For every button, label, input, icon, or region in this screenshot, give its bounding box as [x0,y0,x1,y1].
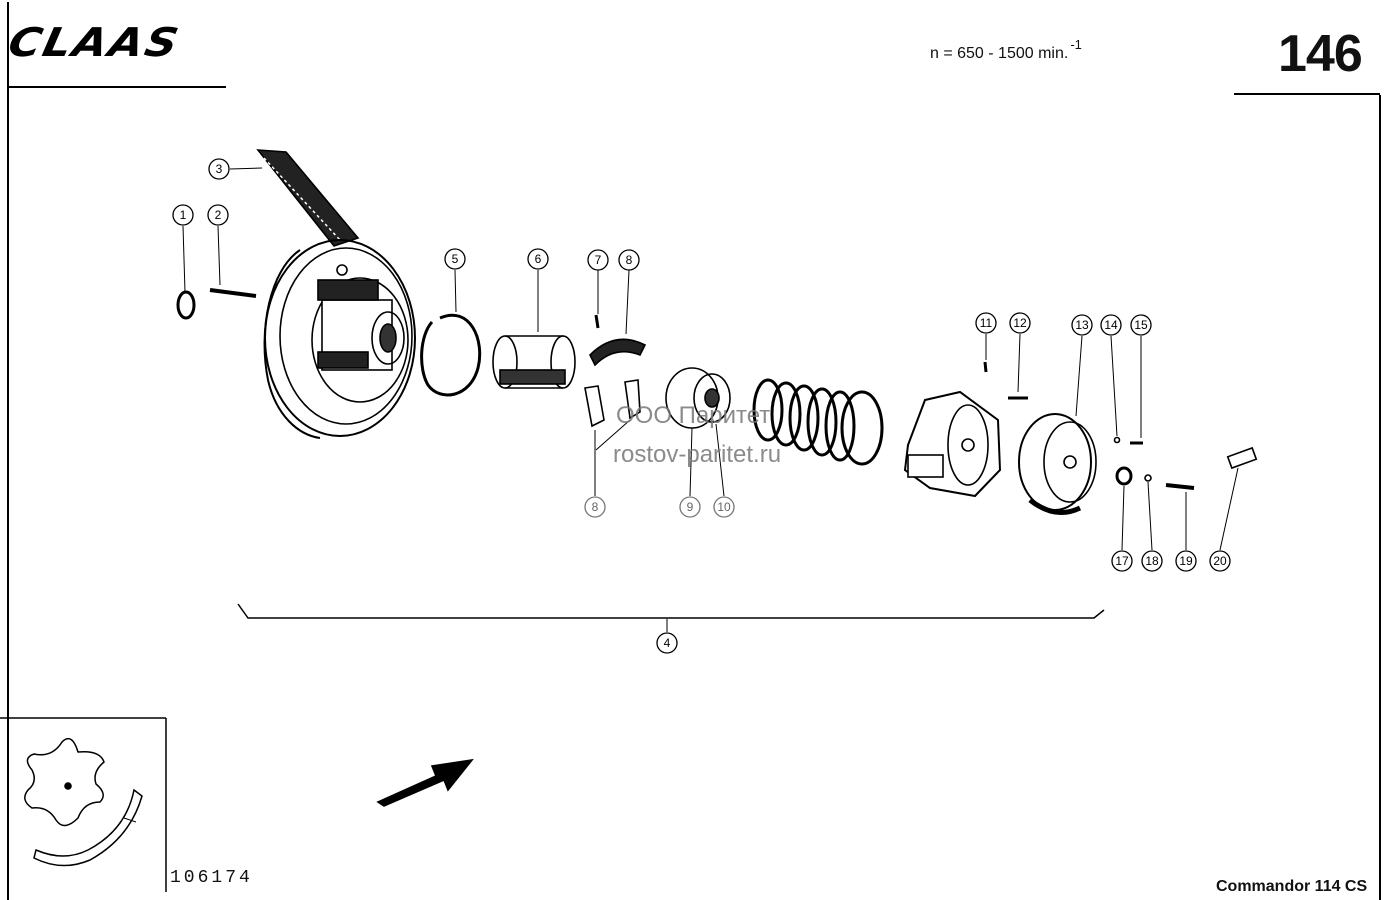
header-rule-left [8,86,226,88]
plate-part-20 [1226,446,1258,470]
segment-part [589,338,647,367]
svg-text:7: 7 [595,253,602,267]
page-number: 146 [1278,25,1363,83]
callout-10: 10 [713,496,735,518]
svg-text:13: 13 [1075,318,1089,332]
toothed-belt [256,149,360,247]
leader-lines [182,167,1239,632]
callout-5: 5 [444,248,466,270]
svg-text:15: 15 [1134,318,1148,332]
variator-pulley [263,239,416,439]
svg-text:1: 1 [180,208,187,222]
callout-6: 6 [527,248,549,270]
model-name: Commandor 114 CS [1216,878,1368,895]
svg-text:10: 10 [717,500,731,514]
svg-text:3: 3 [216,162,223,176]
bracket-part [903,390,1002,498]
callout-4: 4 [656,632,678,654]
callout-11: 11 [975,312,997,334]
callout-1: 1 [172,204,194,226]
callout-20: 20 [1209,550,1231,572]
key-part-right [624,379,641,420]
watermark-company: ООО Паритет [616,402,771,429]
claas-logo: CLAAS [4,20,185,66]
svg-text:12: 12 [1013,316,1027,330]
callout-14: 14 [1100,314,1122,336]
screw-part-11 [983,361,988,373]
svg-text:2: 2 [215,208,222,222]
locator-inset [0,717,167,892]
svg-text:8: 8 [592,500,599,514]
callout-9: 9 [679,496,701,518]
callout-7: 7 [587,249,609,271]
nut-part-17 [1115,466,1133,486]
washer-part-18 [1144,474,1152,482]
bushing-part [492,335,576,389]
header-rule-right [1234,93,1380,95]
assembly-brace [237,603,1105,619]
svg-text:4: 4 [664,636,671,650]
svg-text:11: 11 [980,316,993,330]
svg-text:9: 9 [687,500,694,514]
speed-range-text: n = 650 - 1500 min. [930,45,1069,62]
pulley-disc-part [1018,413,1097,515]
svg-text:6: 6 [535,252,542,266]
bolt-part-19 [1165,483,1195,490]
callout-15: 15 [1130,314,1152,336]
callout-3: 3 [208,158,230,180]
callout-17: 17 [1111,550,1133,572]
washer-part [176,290,196,320]
callout-8-upper: 8 [618,249,640,271]
svg-text:18: 18 [1145,554,1159,568]
callout-19: 19 [1175,550,1197,572]
watermark-site: rostov-paritet.ru [613,441,782,468]
pin-part [209,288,257,298]
svg-text:20: 20 [1213,554,1227,568]
speed-range: n = 650 - 1500 min.-1 [930,37,1082,63]
callout-2: 2 [207,204,229,226]
svg-text:5: 5 [452,252,459,266]
callout-8-lower: 8 [584,496,606,518]
key-part-left [584,385,605,428]
small-pin-part [594,314,600,329]
nut-part-14 [1113,436,1121,444]
svg-text:19: 19 [1179,554,1193,568]
direction-arrow [376,758,474,807]
svg-text:17: 17 [1115,554,1129,568]
svg-text:14: 14 [1104,318,1118,332]
callout-18: 18 [1141,550,1163,572]
speed-range-exponent: -1 [1070,37,1082,52]
callout-13: 13 [1071,314,1093,336]
compression-spring [752,378,884,466]
svg-text:8: 8 [626,253,633,267]
snap-ring-part [420,313,482,397]
drawing-number: 106174 [170,868,253,888]
callout-12: 12 [1009,312,1031,334]
